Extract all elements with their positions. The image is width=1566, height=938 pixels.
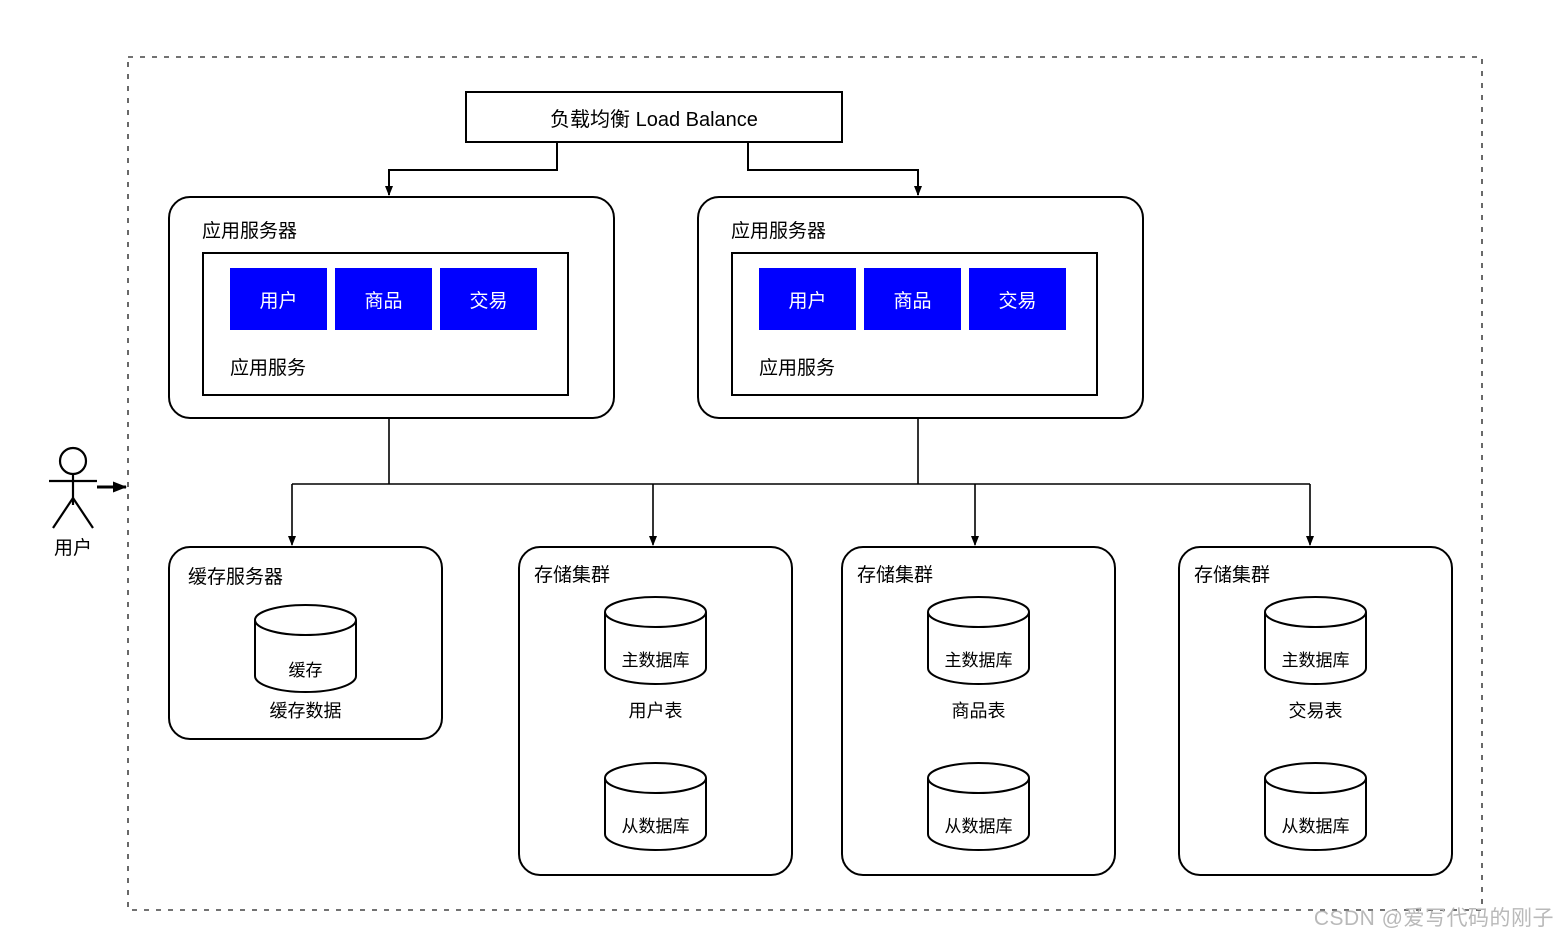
csdn-watermark: CSDN @爱写代码的刚子 [1313, 907, 1554, 930]
app-server-2-title: 应用服务器 [731, 221, 827, 242]
storage-cluster-1[interactable]: 存储集群 主数据库 用户表 从数据库 [518, 546, 793, 876]
app-server-1[interactable]: 应用服务器 用户 商品 交易 应用服务 [168, 196, 615, 419]
master-db-cylinder-icon: 主数据库 [603, 596, 708, 685]
app-server-1-group-label: 应用服务 [230, 358, 307, 379]
storage-cluster-1-title: 存储集群 [534, 565, 611, 586]
slave-db-cylinder-icon: 从数据库 [926, 762, 1031, 851]
cache-server-box[interactable]: 缓存服务器 缓存 缓存数据 [168, 546, 443, 740]
lb-to-app1-connector [385, 140, 558, 196]
cache-cylinder-label: 缓存 [288, 661, 323, 680]
storage-cluster-2[interactable]: 存储集群 主数据库 商品表 从数据库 [841, 546, 1116, 876]
app-server-2[interactable]: 应用服务器 用户 商品 交易 应用服务 [697, 196, 1144, 419]
stick-figure-actor-icon [49, 446, 97, 529]
load-balancer-box[interactable]: 负载均衡 Load Balance [465, 91, 843, 143]
app-server-1-service-group: 用户 商品 交易 应用服务 [202, 252, 569, 396]
app-server-2-group-label: 应用服务 [759, 358, 836, 379]
storage-cluster-3-title: 存储集群 [1194, 565, 1271, 586]
service-box-product[interactable]: 商品 [864, 268, 961, 330]
actor-label: 用户 [53, 538, 92, 559]
service-box-user[interactable]: 用户 [230, 268, 327, 330]
service-box-transaction[interactable]: 交易 [969, 268, 1066, 330]
storage-cluster-2-caption: 商品表 [951, 701, 1006, 721]
master-db-label: 主数据库 [944, 651, 1013, 670]
app-server-1-title: 应用服务器 [202, 221, 298, 242]
service-box-product[interactable]: 商品 [335, 268, 432, 330]
storage-cluster-1-caption: 用户表 [628, 701, 683, 721]
load-balancer-label: 负载均衡 Load Balance [550, 108, 758, 131]
cache-cylinder-icon: 缓存 [253, 604, 358, 693]
master-db-cylinder-icon: 主数据库 [926, 596, 1031, 685]
storage-cluster-3-caption: 交易表 [1288, 701, 1343, 721]
slave-db-cylinder-icon: 从数据库 [1263, 762, 1368, 851]
master-db-label: 主数据库 [621, 651, 690, 670]
lb-to-app2-connector [747, 140, 922, 196]
slave-db-label: 从数据库 [621, 817, 690, 836]
cache-server-title: 缓存服务器 [188, 567, 284, 588]
master-db-label: 主数据库 [1281, 651, 1350, 670]
slave-db-label: 从数据库 [1281, 817, 1350, 836]
service-box-user[interactable]: 用户 [759, 268, 856, 330]
slave-db-label: 从数据库 [944, 817, 1013, 836]
storage-cluster-2-title: 存储集群 [857, 565, 934, 586]
slave-db-cylinder-icon: 从数据库 [603, 762, 708, 851]
cache-caption: 缓存数据 [269, 701, 342, 721]
master-db-cylinder-icon: 主数据库 [1263, 596, 1368, 685]
storage-cluster-3[interactable]: 存储集群 主数据库 交易表 从数据库 [1178, 546, 1453, 876]
app-server-2-service-group: 用户 商品 交易 应用服务 [731, 252, 1098, 396]
service-box-transaction[interactable]: 交易 [440, 268, 537, 330]
